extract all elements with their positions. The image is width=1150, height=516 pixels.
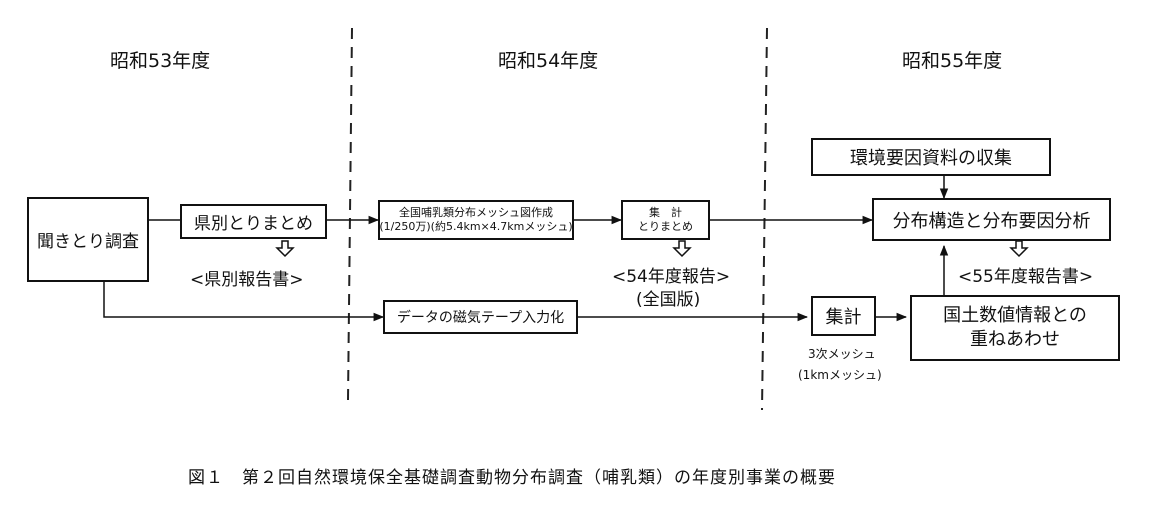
box-kenbetsu-torimatome-label: 県別とりまとめ (194, 214, 313, 234)
year-header-54: 昭和54年度 (498, 50, 599, 72)
year-header-53: 昭和53年度 (110, 50, 211, 72)
box-kankyo-shiryo-label: 環境要因資料の収集 (850, 148, 1012, 169)
box-kokudo-overlay-line2: 重ねあわせ (970, 329, 1060, 350)
box-shukei-torimatome-line1: 集 計 (649, 206, 682, 219)
box-bunpu-bunseki-label: 分布構造と分布要因分析 (892, 210, 1091, 232)
note-1km-mesh: (1kmメッシュ) (798, 368, 882, 382)
arrow-kikitori-datatape (103, 282, 385, 322)
note-3ji-mesh: 3次メッシュ (808, 347, 876, 361)
box-kenbetsu-torimatome: 県別とりまとめ (180, 204, 327, 239)
box-mesh-map-line1: 全国哺乳類分布メッシュ図作成 (399, 206, 553, 219)
box-kikitori-chosa-label: 聞きとり調査 (37, 232, 139, 252)
report-54-line2: (全国版) (636, 290, 701, 310)
box-data-tape: データの磁気テープ入力化 (383, 300, 578, 334)
hollow-arrow-kenbetsu (275, 240, 295, 258)
box-kokudo-overlay: 国土数値情報との 重ねあわせ (910, 295, 1120, 361)
report-54-line1: <54年度報告> (612, 267, 731, 287)
divider-53-54 (347, 27, 353, 401)
box-shukei-mesh: 集計 (811, 296, 876, 336)
box-shukei-torimatome-line2: とりまとめ (638, 220, 693, 233)
box-data-tape-label: データの磁気テープ入力化 (396, 310, 565, 326)
box-shukei-torimatome: 集 計 とりまとめ (621, 200, 710, 240)
box-mesh-map-line2: (1/250万)(約5.4km×4.7kmメッシュ) (379, 220, 573, 233)
box-bunpu-bunseki: 分布構造と分布要因分析 (872, 198, 1111, 241)
report-kenbetsu: <県別報告書> (190, 270, 304, 290)
report-55: <55年度報告書> (958, 267, 1094, 287)
figure-caption: 図１ 第２回自然環境保全基礎調査動物分布調査（哺乳類）の年度別事業の概要 (188, 468, 836, 488)
hollow-arrow-shukei1 (672, 240, 692, 258)
year-header-55: 昭和55年度 (902, 50, 1003, 72)
box-kikitori-chosa: 聞きとり調査 (27, 197, 149, 282)
box-shukei-mesh-label: 集計 (825, 307, 862, 328)
box-kankyo-shiryo: 環境要因資料の収集 (811, 138, 1051, 176)
box-kokudo-overlay-line1: 国土数値情報との (943, 305, 1087, 326)
divider-54-55 (761, 27, 768, 411)
hollow-arrow-bunpu (1009, 240, 1029, 258)
box-mesh-map: 全国哺乳類分布メッシュ図作成 (1/250万)(約5.4km×4.7kmメッシュ… (378, 200, 574, 240)
